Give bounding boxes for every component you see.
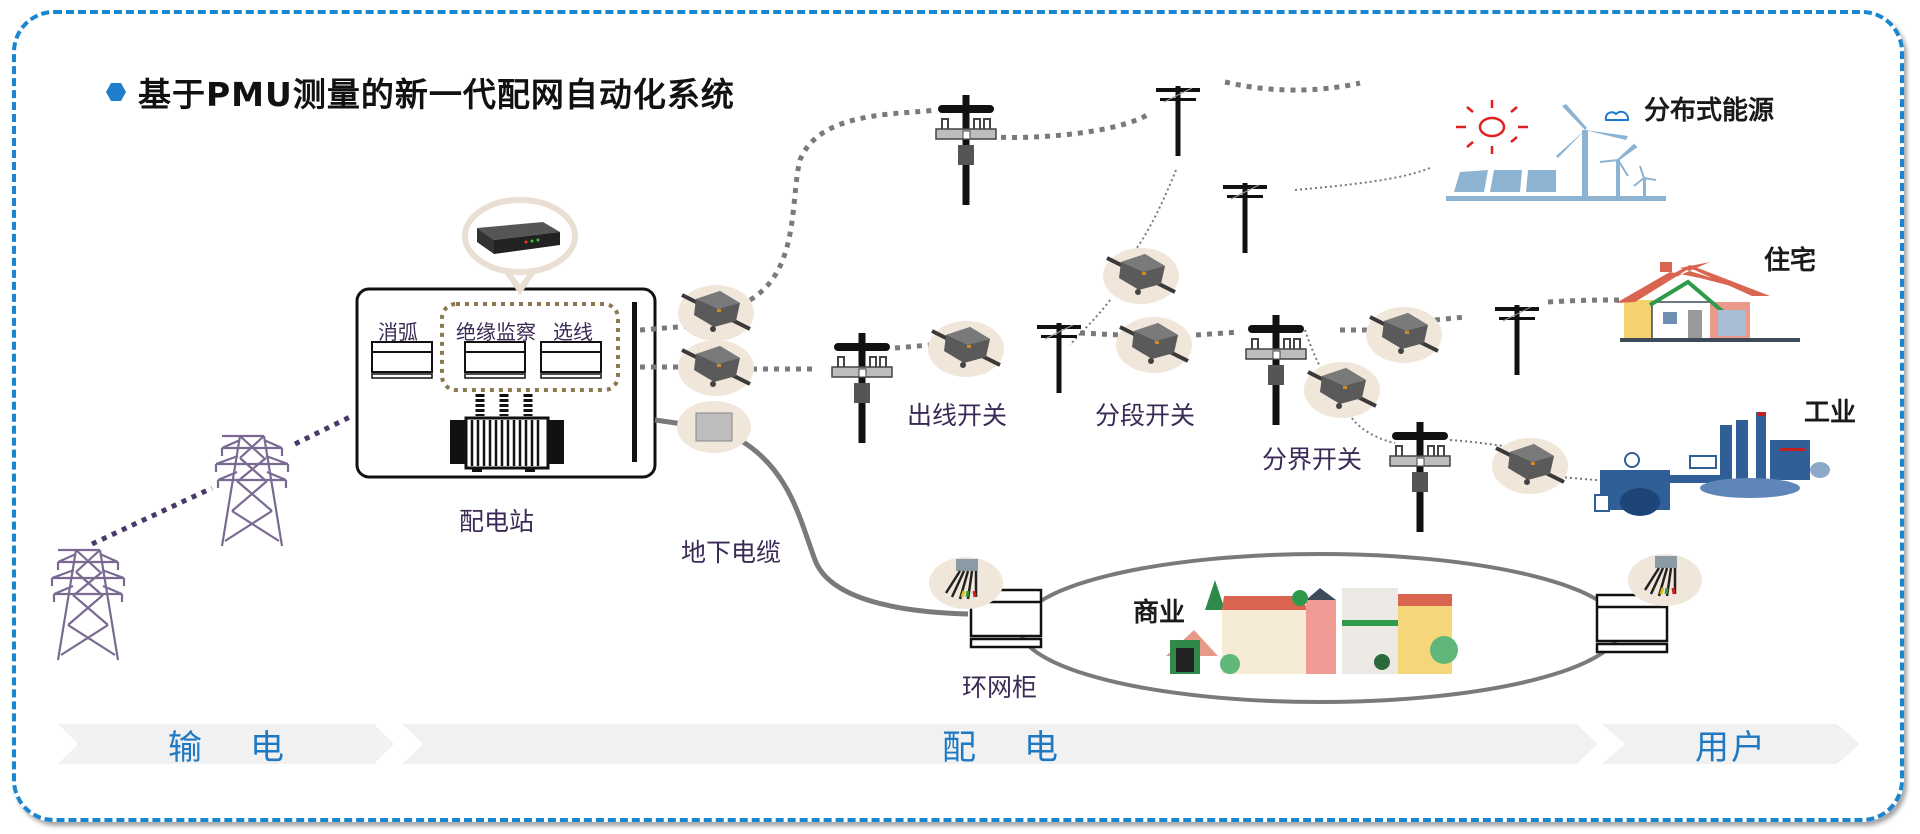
industrial-plant-icon bbox=[1594, 412, 1830, 516]
ring-main-unit-label: 环网柜 bbox=[962, 673, 1038, 702]
monitoring-group-outline bbox=[440, 302, 620, 392]
title-text: 基于PMU测量的新一代配网自动化系统 bbox=[138, 75, 735, 114]
transformer-pole-icon bbox=[1389, 421, 1451, 533]
renewable-energy-icon bbox=[1446, 100, 1666, 201]
utility-pole-icon bbox=[1036, 322, 1082, 394]
panel-label-arc-suppression: 消弧 bbox=[378, 320, 418, 344]
stage-consumer: 用户 bbox=[1602, 724, 1860, 764]
transmission-tower-icon bbox=[50, 548, 126, 662]
utility-pole-icon bbox=[1155, 85, 1201, 157]
line-sensor-icon bbox=[1302, 360, 1382, 420]
cable-sensor-icon bbox=[1626, 552, 1704, 608]
device-callout-bubble bbox=[462, 197, 578, 275]
utility-pole-icon bbox=[1494, 304, 1540, 376]
transmission-tower-icon bbox=[214, 434, 290, 548]
panel-cabinet-icon bbox=[540, 341, 602, 379]
panel-cabinet-icon bbox=[464, 341, 526, 379]
commercial-district-icon bbox=[1166, 580, 1458, 674]
stage-transmission: 输电 bbox=[58, 724, 394, 764]
section-switch-label: 分段开关 bbox=[1095, 401, 1196, 430]
distributed-energy-label: 分布式能源 bbox=[1644, 96, 1775, 126]
line-sensor-icon bbox=[926, 319, 1006, 379]
boundary-switch-label: 分界开关 bbox=[1262, 445, 1363, 474]
cable-sensor-icon bbox=[927, 555, 1005, 611]
stage-distribution: 配电 bbox=[402, 724, 1598, 764]
outgoing-switch-label: 出线开关 bbox=[907, 401, 1008, 430]
panel-label-line-selection: 选线 bbox=[553, 320, 593, 344]
transmission-line bbox=[90, 413, 354, 547]
hexagon-bullet-icon bbox=[106, 83, 126, 101]
line-sensor-icon bbox=[1114, 315, 1194, 375]
line-sensor-icon bbox=[1490, 436, 1570, 496]
stage-distribution-label: 配电 bbox=[942, 727, 1106, 768]
busbar bbox=[632, 302, 637, 462]
diagram-frame bbox=[12, 10, 1904, 822]
transformer-icon bbox=[450, 394, 564, 472]
line-sensor-icon bbox=[676, 338, 756, 398]
transformer-pole-icon bbox=[1245, 314, 1307, 426]
industrial-label: 工业 bbox=[1804, 398, 1857, 428]
terminal-unit-icon bbox=[677, 401, 751, 453]
panel-label-insulation-monitoring: 绝缘监察 bbox=[456, 320, 536, 344]
panel-cabinet-icon bbox=[371, 341, 433, 379]
transformer-pole-icon bbox=[935, 94, 997, 206]
residence-icon bbox=[1616, 262, 1800, 342]
transformer-pole-icon bbox=[831, 332, 893, 444]
substation bbox=[355, 197, 657, 479]
residential-label: 住宅 bbox=[1764, 246, 1817, 276]
diagram-title: 基于PMU测量的新一代配网自动化系统 bbox=[106, 68, 735, 116]
underground-cable-label: 地下电缆 bbox=[681, 538, 782, 567]
substation-label: 配电站 bbox=[459, 507, 535, 536]
commercial-label: 商业 bbox=[1133, 598, 1186, 628]
stage-consumer-label: 用户 bbox=[1695, 727, 1767, 768]
utility-pole-icon bbox=[1222, 182, 1268, 254]
line-sensor-icon bbox=[1364, 305, 1444, 365]
pmu-device-icon bbox=[477, 222, 560, 254]
line-sensor-icon bbox=[676, 283, 756, 343]
line-sensor-icon bbox=[1101, 246, 1181, 306]
stage-transmission-label: 输电 bbox=[168, 727, 332, 768]
